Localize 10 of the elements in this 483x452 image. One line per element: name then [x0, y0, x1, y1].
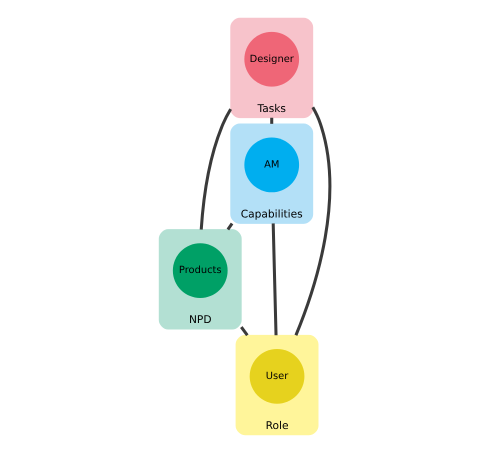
connector	[226, 222, 234, 230]
connector	[240, 326, 249, 336]
connector	[270, 117, 274, 124]
connector	[200, 108, 232, 230]
node-circle: User	[250, 348, 304, 404]
node-circle: AM	[244, 137, 300, 192]
connector	[294, 106, 332, 336]
node-circle: Products	[172, 242, 228, 298]
node-circle: Designer	[244, 31, 300, 86]
connector	[272, 222, 278, 335]
